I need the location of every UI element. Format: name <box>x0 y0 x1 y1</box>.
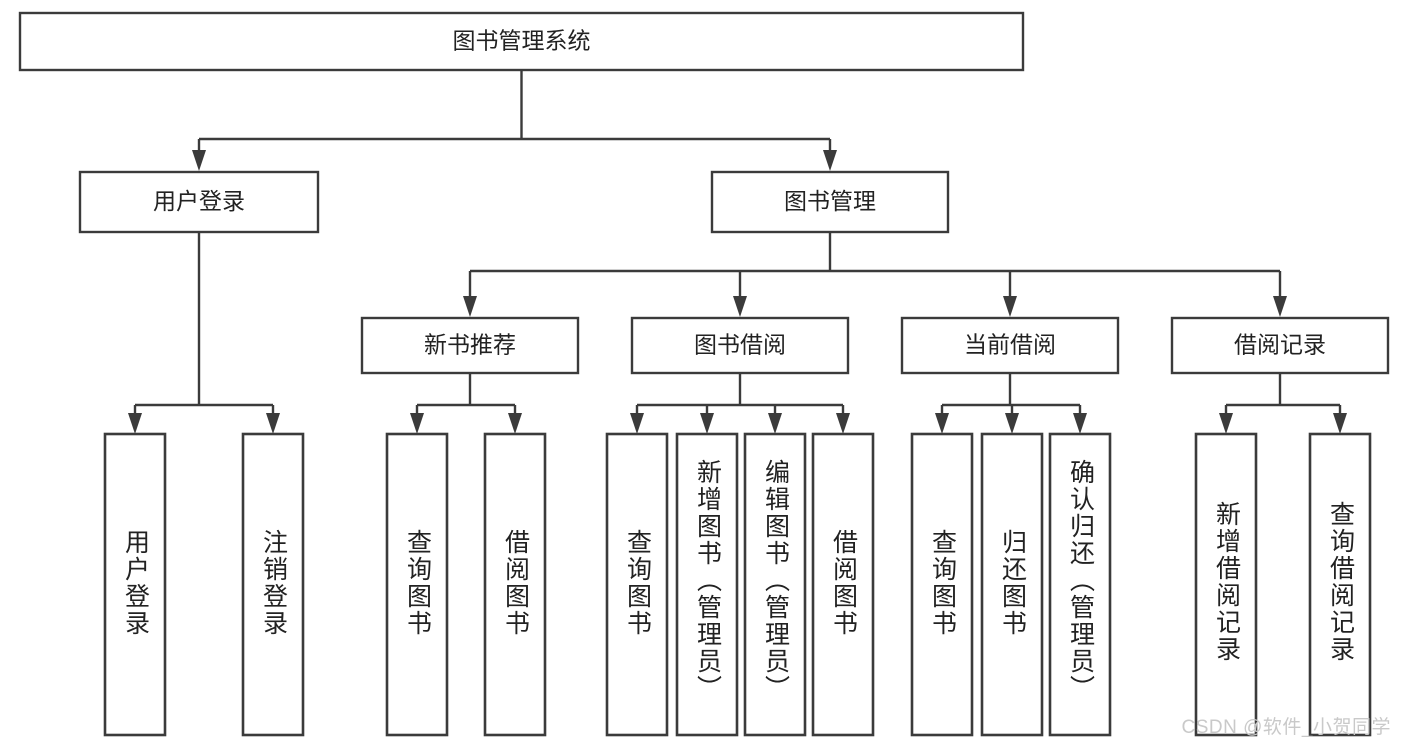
node-book-borrow-rect[interactable] <box>630 316 850 375</box>
node-book-management[interactable] <box>710 170 950 234</box>
node-new-book-recommend[interactable] <box>360 316 580 375</box>
node-book-management-rect[interactable] <box>710 170 950 234</box>
node-leaf-logout[interactable] <box>241 432 305 737</box>
arrow-head-icon-leaf-query-book-3 <box>935 413 949 434</box>
arrow-head-icon-leaf-return-book <box>1005 413 1019 434</box>
node-leaf-return-book-rect[interactable] <box>980 432 1044 737</box>
node-root-rect[interactable] <box>18 11 1025 72</box>
node-leaf-logout-rect[interactable] <box>241 432 305 737</box>
node-leaf-add-record[interactable] <box>1194 432 1258 737</box>
node-current-borrow[interactable] <box>900 316 1120 375</box>
arrow-head-icon-level2-0 <box>192 150 206 171</box>
node-leaf-query-book-2-rect[interactable] <box>605 432 669 737</box>
arrow-head-icon-leaf-add-record <box>1219 413 1233 434</box>
node-user-login-rect[interactable] <box>78 170 320 234</box>
arrow-head-icon-leaf-query-book-1 <box>410 413 424 434</box>
csdn-watermark: CSDN @软件_小贺同学 <box>1181 717 1391 738</box>
node-new-book-recommend-rect[interactable] <box>360 316 580 375</box>
node-borrow-record-label: 借阅记录 <box>1234 332 1326 358</box>
node-leaf-add-book-rect[interactable] <box>675 432 739 737</box>
node-leaf-query-record-rect[interactable] <box>1308 432 1372 737</box>
arrow-head-icon-level3-0 <box>463 296 477 317</box>
node-leaf-confirm-return-rect[interactable] <box>1048 432 1112 737</box>
node-user-login-label: 用户登录 <box>153 188 245 214</box>
arrow-head-icon-leaf-add-book <box>700 413 714 434</box>
node-leaf-borrow-book-2[interactable] <box>811 432 875 737</box>
node-leaf-borrow-book-1-rect[interactable] <box>483 432 547 737</box>
node-leaf-query-book-1-rect[interactable] <box>385 432 449 737</box>
node-leaf-user-login[interactable] <box>103 432 167 737</box>
arrow-head-icon-leaf-query-book-2 <box>630 413 644 434</box>
node-leaf-query-book-2[interactable] <box>605 432 669 737</box>
arrow-head-icon-leaf-query-record <box>1333 413 1347 434</box>
arrow-head-icon-level3-3 <box>1273 296 1287 317</box>
node-book-management-label: 图书管理 <box>784 188 876 214</box>
node-leaf-query-book-3-rect[interactable] <box>910 432 974 737</box>
node-current-borrow-label: 当前借阅 <box>964 332 1056 358</box>
arrow-head-icon-leaf-edit-book <box>768 413 782 434</box>
node-leaf-edit-book[interactable] <box>743 432 807 737</box>
node-borrow-record-rect[interactable] <box>1170 316 1390 375</box>
node-leaf-return-book[interactable] <box>980 432 1044 737</box>
node-leaf-query-book-1[interactable] <box>385 432 449 737</box>
node-leaf-edit-book-rect[interactable] <box>743 432 807 737</box>
arrow-head-icon-leaf-borrow-book-1 <box>508 413 522 434</box>
node-leaf-add-book[interactable] <box>675 432 739 737</box>
arrow-head-icon-leaf-user-login <box>128 413 142 434</box>
arrow-head-icon-level3-1 <box>733 296 747 317</box>
node-leaf-query-book-3[interactable] <box>910 432 974 737</box>
arrow-head-icon-leaf-logout <box>266 413 280 434</box>
node-root[interactable] <box>18 11 1025 72</box>
node-leaf-user-login-rect[interactable] <box>103 432 167 737</box>
arrow-head-icon-leaf-borrow-book-2 <box>836 413 850 434</box>
node-book-borrow-label: 图书借阅 <box>694 332 786 358</box>
node-leaf-confirm-return[interactable] <box>1048 432 1112 737</box>
node-leaf-borrow-book-2-rect[interactable] <box>811 432 875 737</box>
node-current-borrow-rect[interactable] <box>900 316 1120 375</box>
node-borrow-record[interactable] <box>1170 316 1390 375</box>
arrow-head-icon-leaf-confirm-return <box>1073 413 1087 434</box>
node-leaf-borrow-book-1[interactable] <box>483 432 547 737</box>
node-leaf-add-record-rect[interactable] <box>1194 432 1258 737</box>
node-book-borrow[interactable] <box>630 316 850 375</box>
node-new-book-recommend-label: 新书推荐 <box>424 332 516 358</box>
node-user-login[interactable] <box>78 170 320 234</box>
connectors-layer <box>128 70 1347 434</box>
node-root-label: 图书管理系统 <box>453 28 591 54</box>
node-leaf-query-record[interactable] <box>1308 432 1372 737</box>
arrow-head-icon-level3-2 <box>1003 296 1017 317</box>
arrow-head-icon-level2-1 <box>823 150 837 171</box>
